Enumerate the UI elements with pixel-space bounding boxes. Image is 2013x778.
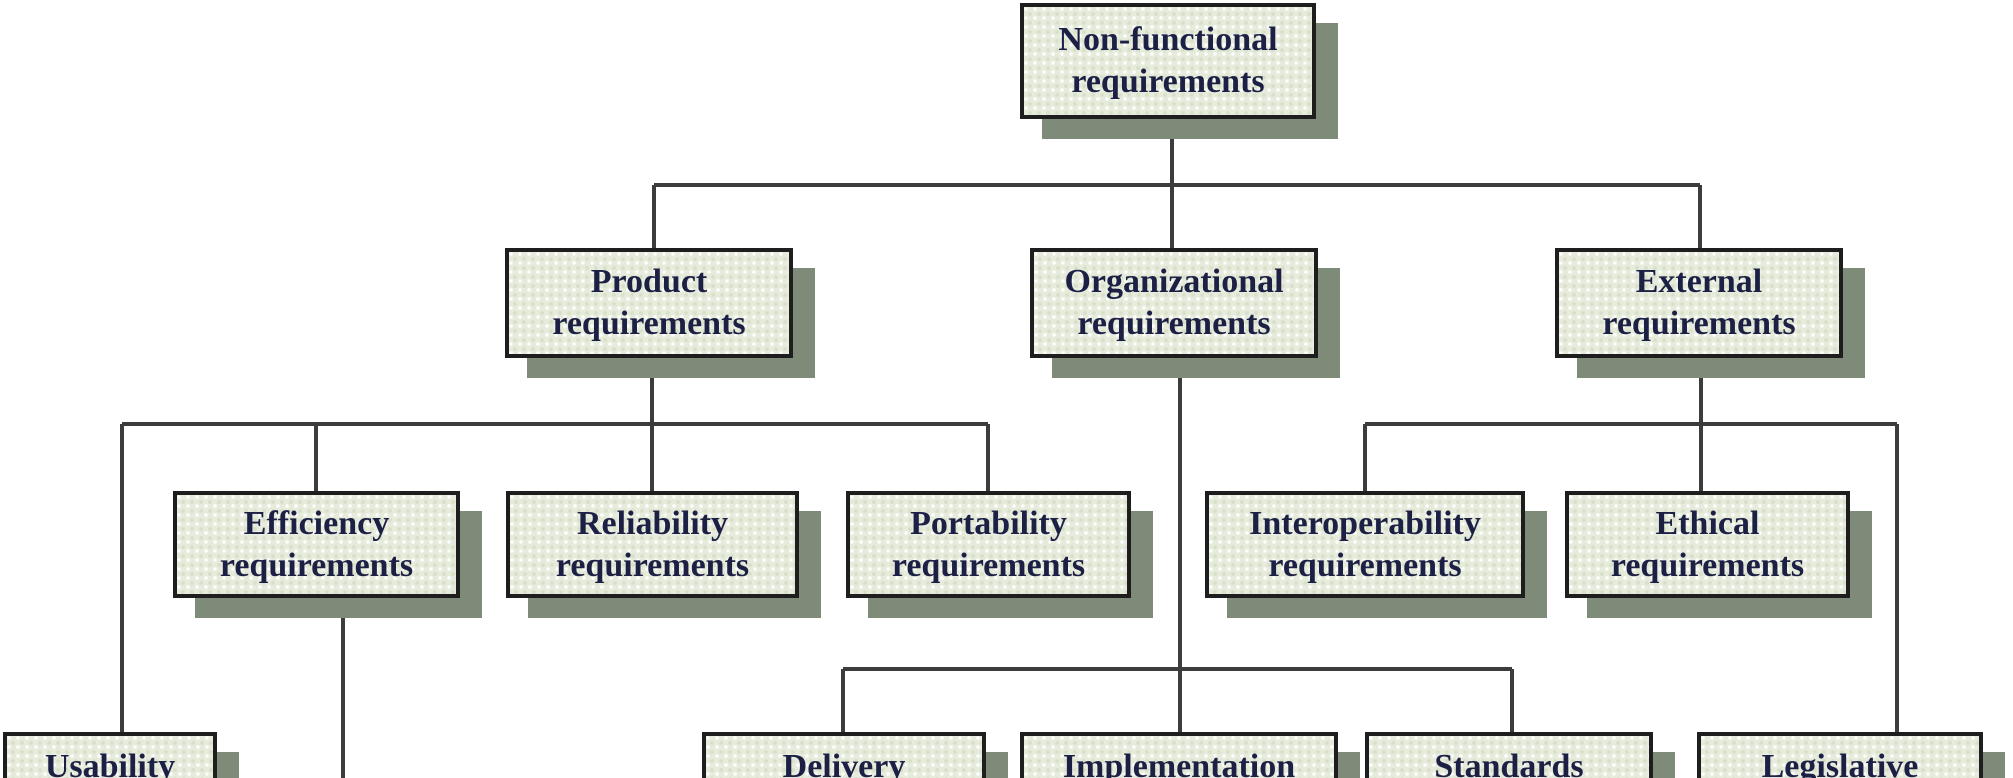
node-portability-requirements: Portability requirements xyxy=(846,491,1131,598)
node-usability-requirements: Usability xyxy=(3,732,217,778)
node-label: Delivery xyxy=(782,748,906,778)
node-organizational-requirements: Organizational requirements xyxy=(1030,248,1318,358)
node-label: Portability requirements xyxy=(891,504,1086,584)
node-interoperability-requirements: Interoperability requirements xyxy=(1205,491,1525,598)
node-reliability-requirements: Reliability requirements xyxy=(506,491,799,598)
node-delivery-requirements: Delivery xyxy=(702,732,986,778)
node-efficiency-requirements: Efficiency requirements xyxy=(173,491,460,598)
node-ethical-requirements: Ethical requirements xyxy=(1565,491,1850,598)
node-legislative-requirements: Legislative xyxy=(1697,732,1983,778)
node-label: Usability xyxy=(44,748,176,778)
node-label: External requirements xyxy=(1602,263,1796,342)
node-product-requirements: Product requirements xyxy=(505,248,793,358)
node-label: Legislative xyxy=(1761,748,1919,778)
node-label: Non-functional requirements xyxy=(1058,21,1278,100)
node-label: Interoperability requirements xyxy=(1249,504,1481,584)
node-label: Efficiency requirements xyxy=(219,504,414,584)
node-external-requirements: External requirements xyxy=(1555,248,1843,358)
node-label: Implementation xyxy=(1062,748,1296,778)
node-label: Organizational requirements xyxy=(1064,263,1284,342)
node-non-functional-requirements: Non-functional requirements xyxy=(1020,3,1316,119)
node-label: Standards xyxy=(1434,748,1584,778)
node-standards-requirements: Standards xyxy=(1365,732,1653,778)
node-label: Reliability requirements xyxy=(555,504,750,584)
node-label: Product requirements xyxy=(552,263,746,342)
node-label: Ethical requirements xyxy=(1610,504,1805,584)
node-implementation-requirements: Implementation xyxy=(1020,732,1338,778)
